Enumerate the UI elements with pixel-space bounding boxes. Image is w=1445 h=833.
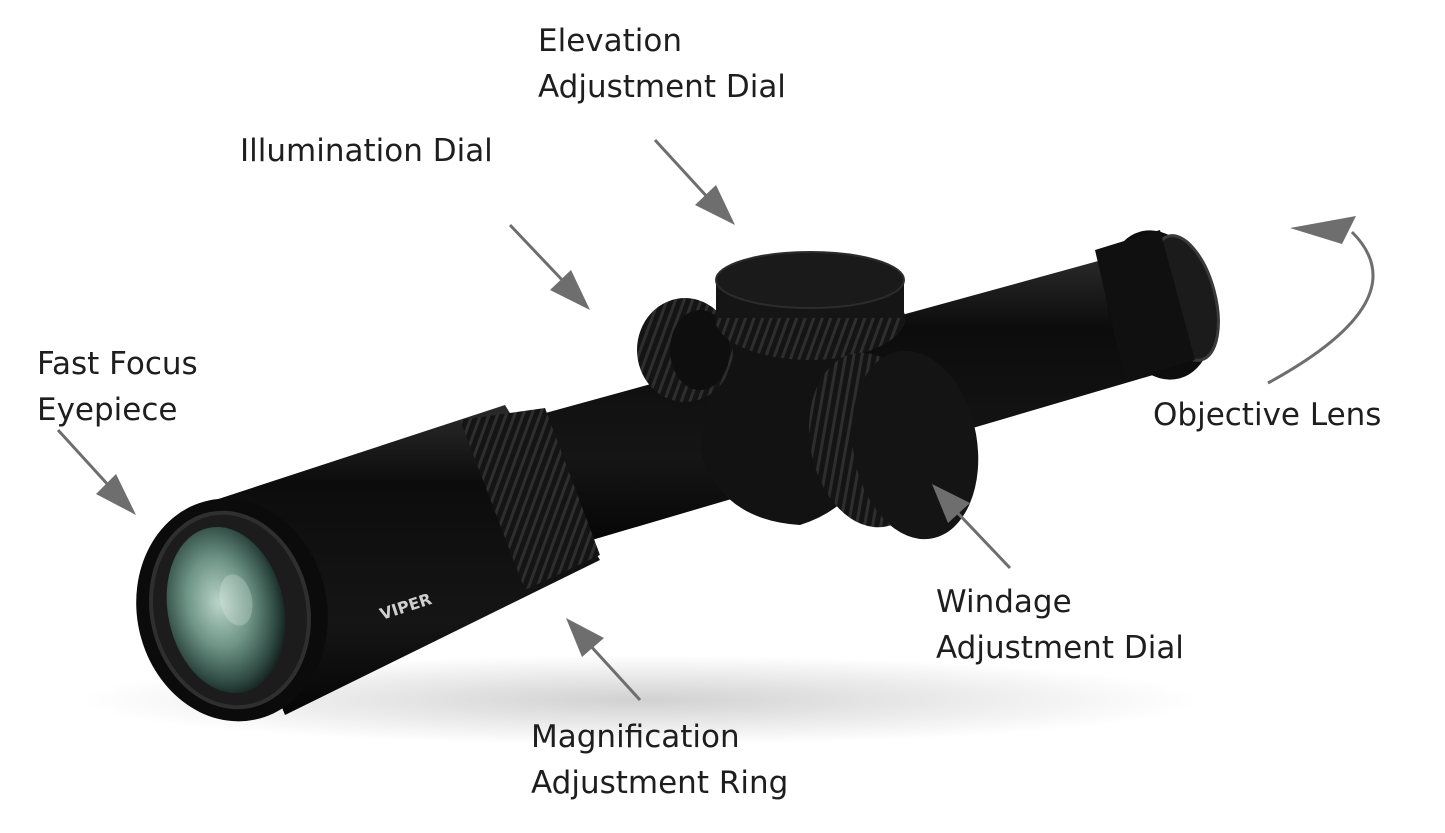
label-elevation-adjustment-dial: Elevation Adjustment Dial (538, 18, 786, 110)
label-line: Objective Lens (1153, 397, 1382, 433)
label-line: Eyepiece (37, 392, 178, 428)
label-line: Windage (936, 584, 1072, 620)
pointer-arrow-icon (932, 484, 1012, 570)
label-line: Magnification (531, 719, 740, 755)
rotation-arrow-icon (1267, 216, 1375, 385)
label-objective-lens: Objective Lens (1153, 392, 1381, 438)
label-illumination-dial: Illumination Dial (240, 128, 493, 174)
label-line: Adjustment Ring (531, 765, 789, 801)
pointer-arrow-icon (508, 223, 590, 310)
label-windage-adjustment-dial: Windage Adjustment Dial (936, 579, 1184, 671)
pointer-arrow-icon (56, 428, 136, 515)
label-line: Fast Focus (37, 346, 198, 382)
label-line: Adjustment Dial (936, 630, 1184, 666)
riflescope: VIPER (136, 230, 1220, 722)
label-line: Illumination Dial (240, 133, 493, 169)
label-magnification-adjustment-ring: Magnification Adjustment Ring (531, 714, 788, 806)
pointer-arrow-icon (653, 138, 735, 225)
callout-arrows (56, 138, 1375, 702)
eyepiece-lens (166, 526, 286, 694)
magnification-ring (460, 408, 600, 590)
elevation-dial-top (715, 251, 905, 309)
label-fast-focus-eyepiece: Fast Focus Eyepiece (37, 341, 198, 433)
label-line: Elevation (538, 23, 682, 59)
pointer-arrow-icon (566, 618, 642, 702)
label-line: Adjustment Dial (538, 69, 786, 105)
